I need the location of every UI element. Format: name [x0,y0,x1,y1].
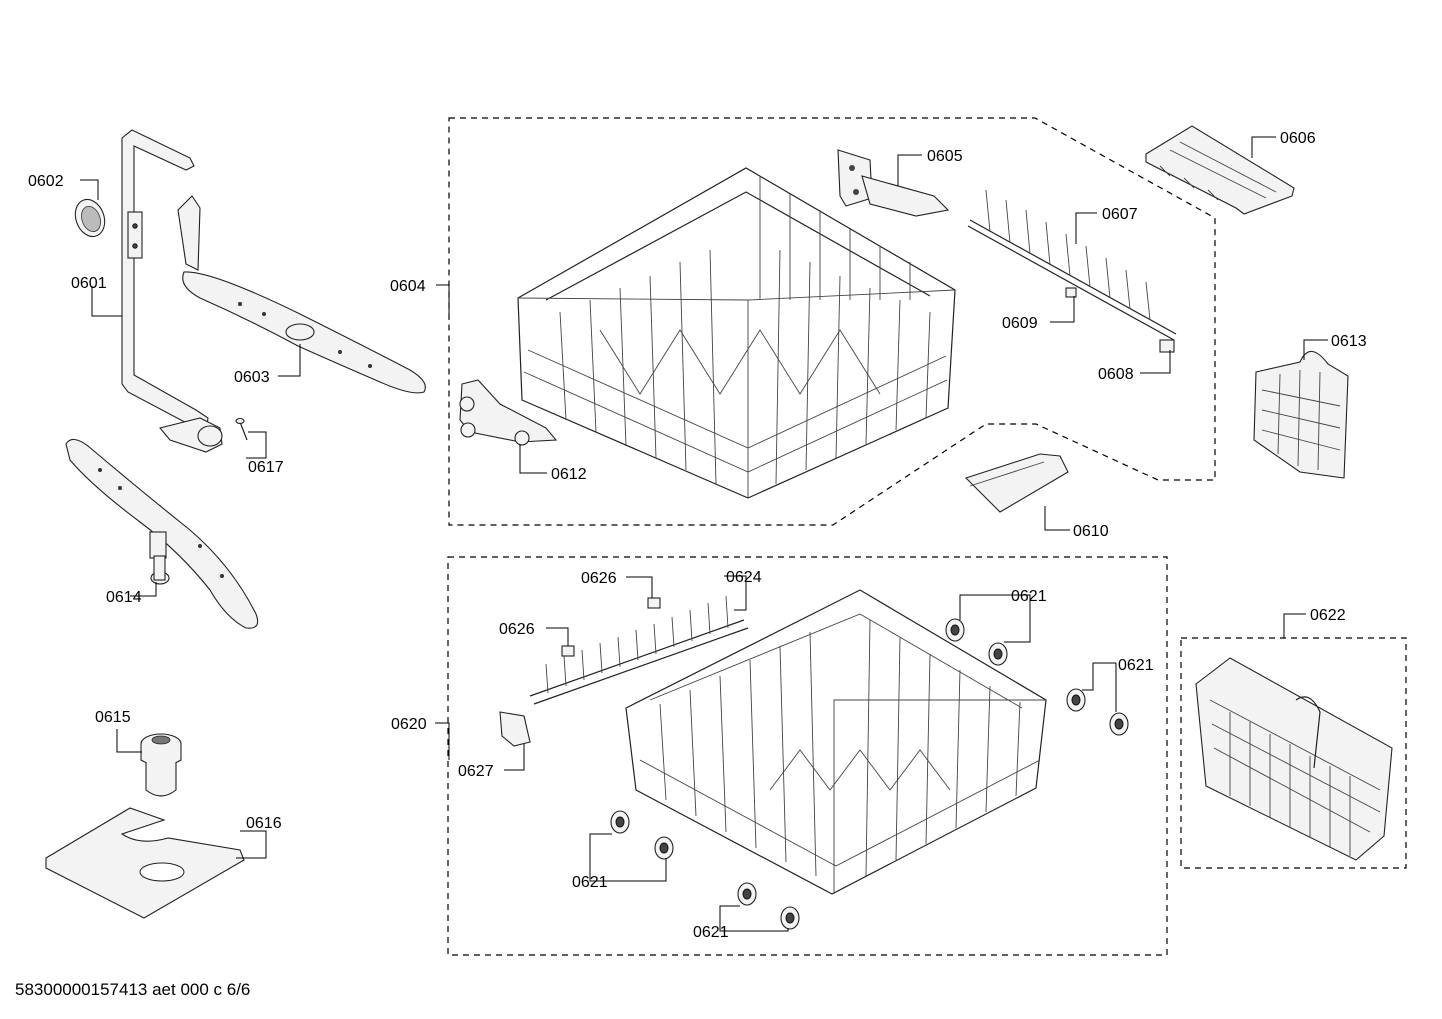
rack-handle-part [964,453,1069,513]
label-0612: 0612 [551,466,587,483]
label-0609: 0609 [1002,315,1038,332]
label-0602: 0602 [28,173,64,190]
label-0614: 0614 [106,589,142,606]
rack-wheel-part [610,618,1129,930]
lower-rack-part [625,589,1047,895]
folding-tine-row-part [967,189,1177,341]
lower-spray-arm-part [65,438,259,629]
microfilter-plate-part [45,807,245,919]
document-id: 58300000157413 aet 000 c 6/6 [15,980,251,999]
label-0607: 0607 [1102,206,1138,223]
cutlery-basket-part [1195,657,1393,861]
label-0616: 0616 [246,815,282,832]
spray-head-part [74,198,106,238]
label-0605: 0605 [927,148,963,165]
tine-clip-part-b [561,645,575,657]
label-0613: 0613 [1331,333,1367,350]
upper-spray-arm-part [177,195,426,394]
leader-lines [80,136,1328,932]
label-0603: 0603 [234,369,270,386]
upper-rack-group-boundary [448,117,1216,526]
label-0621-d: 0621 [693,924,729,941]
label-0626-b: 0626 [499,621,535,638]
label-0621-b: 0621 [1118,657,1154,674]
small-cutlery-basket-part [1253,350,1349,479]
label-0610: 0610 [1073,523,1109,540]
label-0606: 0606 [1280,130,1316,147]
supply-pipe-part [121,129,223,453]
lower-tine-row-part [529,595,749,705]
label-0626-a: 0626 [581,570,617,587]
tine-clip-part-a [647,597,661,609]
screw-part [235,417,248,441]
label-0621-c: 0621 [572,874,608,891]
label-0622: 0622 [1310,607,1346,624]
label-0617: 0617 [248,459,284,476]
label-0624: 0624 [726,569,762,586]
tine-clip-part [1065,287,1077,298]
filter-part [140,733,182,797]
cup-shelf-part [1145,125,1295,215]
label-0620: 0620 [391,716,427,733]
upper-rack-part [517,167,956,499]
cutlery-basket-group-boundary [1180,637,1407,869]
label-0615: 0615 [95,709,131,726]
rack-roller-bracket-part [459,379,558,446]
rack-adjuster-part [837,149,950,217]
label-0608: 0608 [1098,366,1134,383]
label-0627: 0627 [458,763,494,780]
label-0601: 0601 [71,275,107,292]
tine-holder-part [1159,339,1175,353]
lower-rack-group-boundary [447,556,1168,956]
tine-bearing-part [499,711,531,747]
label-0604: 0604 [390,278,426,295]
label-0621-a: 0621 [1011,588,1047,605]
